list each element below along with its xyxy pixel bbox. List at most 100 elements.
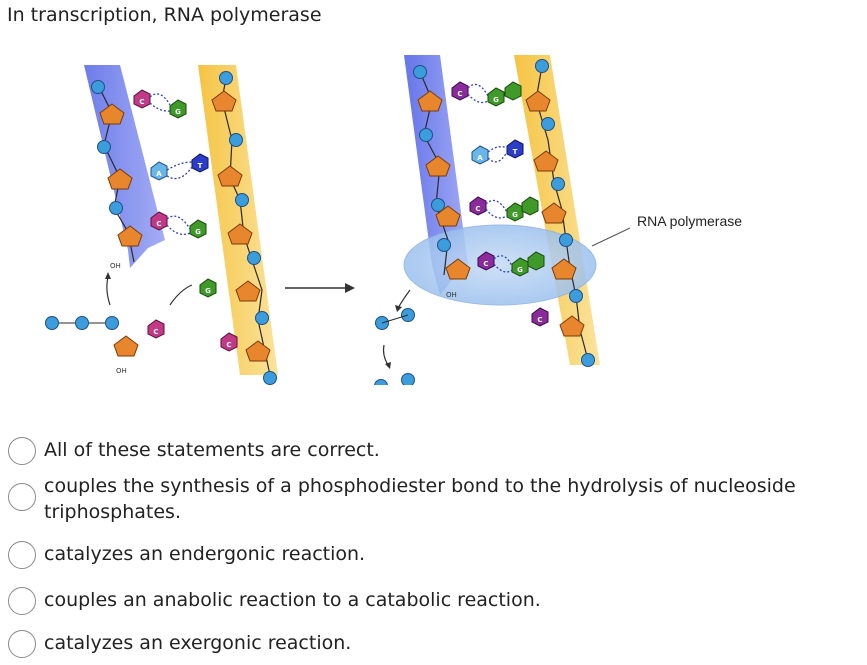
base-c bbox=[477, 251, 495, 271]
sugar-pentagon bbox=[211, 90, 237, 112]
sugars-left bbox=[99, 90, 271, 362]
oh-label: OH bbox=[110, 262, 121, 270]
phosphate-circle bbox=[437, 238, 451, 252]
base-c bbox=[150, 211, 168, 231]
phosphate-circle bbox=[401, 373, 415, 385]
phosphate-circle bbox=[581, 353, 595, 367]
radio-button[interactable] bbox=[8, 587, 36, 615]
free-nucleotide bbox=[45, 316, 119, 330]
base-letter: G bbox=[493, 96, 499, 104]
base-g bbox=[487, 87, 505, 107]
hydrogen-bonds-right bbox=[467, 83, 513, 273]
sugar-pentagon bbox=[559, 315, 585, 337]
process-arrowhead bbox=[345, 283, 355, 293]
radio-button[interactable] bbox=[8, 483, 36, 511]
sugar-pentagon bbox=[445, 258, 471, 280]
left-panel: OH OH bbox=[45, 65, 278, 385]
phosphate-circle bbox=[97, 140, 111, 154]
base-c bbox=[469, 196, 487, 216]
base-c bbox=[220, 332, 238, 352]
phosphate-circle bbox=[551, 177, 565, 191]
option-all-correct[interactable]: All of these statements are correct. bbox=[8, 437, 380, 465]
sugar-pentagon bbox=[533, 150, 559, 172]
phosphate-circle bbox=[431, 198, 445, 212]
sugar-pentagon bbox=[227, 223, 253, 245]
sugar-pentagon bbox=[113, 335, 139, 357]
sugar-pentagon bbox=[435, 205, 461, 227]
base-c bbox=[147, 319, 165, 339]
option-couples-synthesis[interactable]: couples the synthesis of a phosphodieste… bbox=[8, 473, 863, 525]
sugar-pentagon bbox=[425, 155, 451, 177]
curved-arrow bbox=[397, 289, 411, 309]
phosphate-circle bbox=[109, 201, 123, 215]
base-letter: C bbox=[153, 328, 158, 336]
phosphate-circle bbox=[45, 316, 59, 330]
curved-arrow bbox=[106, 276, 111, 306]
base-letter: C bbox=[139, 98, 144, 106]
sugar-pentagon bbox=[541, 202, 567, 224]
phosphate-circle bbox=[535, 59, 549, 73]
sugar-pentagon bbox=[417, 90, 443, 112]
sugar-pentagon bbox=[235, 280, 261, 302]
sugar-pentagon bbox=[525, 90, 551, 112]
base-letter: C bbox=[457, 90, 462, 98]
radio-button[interactable] bbox=[8, 437, 36, 465]
base-letter: C bbox=[483, 260, 488, 268]
option-label: couples the synthesis of a phosphodieste… bbox=[44, 475, 796, 523]
curved-arrow bbox=[382, 344, 389, 366]
curved-arrow bbox=[169, 284, 193, 306]
arrowhead bbox=[105, 272, 111, 279]
sugar-pentagon bbox=[117, 225, 143, 247]
phosphate-circle bbox=[247, 251, 261, 265]
phosphate-circle bbox=[235, 193, 249, 207]
phosphate-circle bbox=[559, 233, 573, 247]
bases-left bbox=[133, 89, 238, 352]
option-anabolic-catabolic[interactable]: couples an anabolic reaction to a catabo… bbox=[8, 587, 541, 615]
sugar-pentagon bbox=[245, 340, 271, 362]
phosphate-circle bbox=[419, 128, 433, 142]
rna-polymerase-label: RNA polymerase bbox=[637, 213, 742, 229]
phosphate-circle bbox=[541, 117, 555, 131]
base-g bbox=[506, 202, 524, 222]
base-letter: C bbox=[226, 341, 231, 349]
base-letter: A bbox=[477, 154, 483, 162]
base-a bbox=[471, 145, 489, 165]
base-c bbox=[451, 81, 469, 101]
base-c bbox=[133, 89, 151, 109]
option-endergonic[interactable]: catalyzes an endergonic reaction. bbox=[8, 541, 365, 569]
base-letter: C bbox=[475, 205, 480, 213]
phosphate-circle bbox=[569, 289, 583, 303]
option-exergonic[interactable]: catalyzes an exergonic reaction. bbox=[8, 630, 351, 658]
option-label: catalyzes an endergonic reaction. bbox=[44, 543, 366, 565]
arrowhead bbox=[395, 305, 402, 312]
phosphates-left bbox=[91, 71, 277, 385]
base-letter: T bbox=[198, 162, 203, 170]
base-t bbox=[506, 139, 524, 159]
phosphate-circle bbox=[105, 316, 119, 330]
sugar-pentagon bbox=[107, 168, 133, 190]
phosphate-circle bbox=[263, 371, 277, 385]
bases-right bbox=[451, 81, 549, 327]
phosphate-circle bbox=[255, 311, 269, 325]
base-letter: G bbox=[512, 211, 518, 219]
phosphate-circle bbox=[75, 316, 89, 330]
hydrogen-bonds-left bbox=[149, 93, 193, 236]
transcription-diagram: OH OH bbox=[45, 55, 742, 385]
base-g bbox=[169, 99, 187, 119]
base-g bbox=[511, 257, 529, 277]
sugar-pentagon bbox=[99, 103, 125, 125]
sugar-pentagon bbox=[551, 258, 577, 280]
base-letter: C bbox=[156, 220, 161, 228]
arrowhead bbox=[385, 362, 391, 369]
option-label: couples an anabolic reaction to a catabo… bbox=[44, 589, 541, 611]
radio-button[interactable] bbox=[8, 541, 36, 569]
phosphate-circle bbox=[229, 133, 243, 147]
base-letter: G bbox=[205, 287, 211, 295]
polymerase-pointer bbox=[591, 227, 631, 247]
sugars-right bbox=[417, 90, 585, 337]
base-g bbox=[527, 251, 545, 271]
base-g bbox=[521, 196, 539, 216]
right-panel: OH RNA polymerase bbox=[374, 55, 742, 385]
base-g bbox=[189, 219, 207, 239]
radio-button[interactable] bbox=[8, 630, 36, 658]
